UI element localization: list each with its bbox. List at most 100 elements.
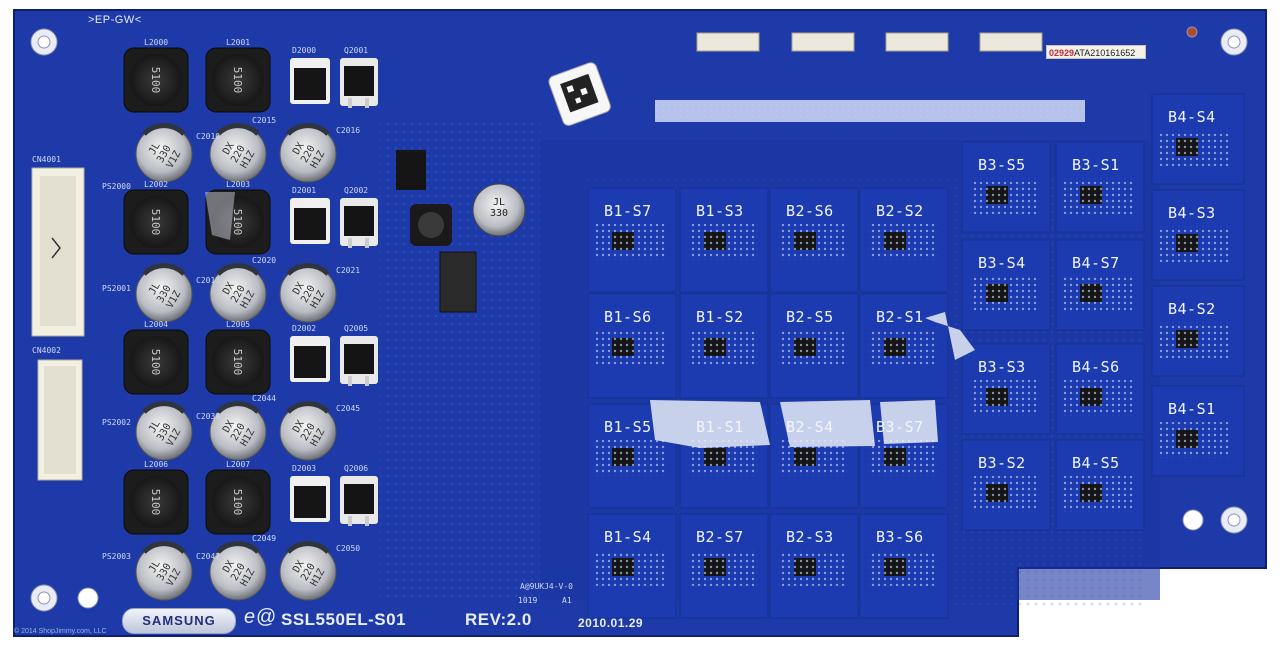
segment-label: B4-S7 bbox=[1072, 254, 1120, 272]
diode-d2001 bbox=[290, 198, 330, 244]
inductor-marking: 5100 bbox=[149, 349, 162, 376]
diode-ref: D2002 bbox=[292, 324, 317, 333]
board-revision: REV:2.0 bbox=[465, 610, 532, 629]
lot-rev: A1 bbox=[562, 596, 572, 605]
serial-rest: ATA210161652 bbox=[1074, 48, 1136, 58]
worn-marks bbox=[205, 192, 975, 448]
inductor-marking: 5100 bbox=[231, 489, 244, 516]
inductor-l2006: 5100 bbox=[123, 469, 189, 535]
power-ref: PS2000 bbox=[102, 182, 131, 191]
segment-tile bbox=[1151, 189, 1245, 281]
inductor-marking: 5100 bbox=[231, 209, 244, 236]
segment-label: B3-S5 bbox=[978, 156, 1026, 174]
connector-cn4002 bbox=[37, 359, 83, 481]
cap-ref: C2049 bbox=[252, 534, 277, 543]
mosfet-q2002 bbox=[340, 198, 378, 248]
diode-d2003 bbox=[290, 476, 330, 522]
segment-tile bbox=[859, 187, 949, 293]
segment-label: B3-S6 bbox=[876, 528, 924, 546]
inductor-ref-l2005: L2005 bbox=[226, 320, 251, 329]
inductor-ref-l2000: L2000 bbox=[144, 38, 169, 47]
cap-ref: C2044 bbox=[252, 394, 277, 403]
inductor-ref-l2003: L2003 bbox=[226, 180, 251, 189]
inductor-l2007: 5100 bbox=[205, 469, 271, 535]
cn4001-label: CN4001 bbox=[32, 155, 61, 164]
cap-marking: DX bbox=[291, 281, 307, 297]
board-model: SSL550EL-S01 bbox=[281, 610, 407, 629]
cap-ref: C2021 bbox=[336, 266, 361, 275]
segment-label: B2-S3 bbox=[786, 528, 834, 546]
segment-label: B1-S4 bbox=[604, 528, 652, 546]
mosfet-ref: Q2006 bbox=[344, 464, 369, 473]
segment-tile bbox=[859, 293, 949, 399]
segment-tile bbox=[1151, 93, 1245, 185]
segment-label: B2-S1 bbox=[876, 308, 924, 326]
inductor-marking: 5100 bbox=[231, 349, 244, 376]
cap-marking: DX bbox=[291, 141, 307, 157]
serial-sticker: 02929ATA210161652 bbox=[1046, 45, 1146, 59]
lot-code: 1019 bbox=[518, 596, 538, 605]
segment-tile bbox=[1055, 239, 1145, 331]
inductor-marking: 5100 bbox=[149, 489, 162, 516]
segment-label: B4-S6 bbox=[1072, 358, 1120, 376]
segment-tile bbox=[1055, 141, 1145, 233]
side-cap-ref: C2039 bbox=[196, 412, 221, 421]
segment-tile bbox=[769, 293, 859, 399]
segment-tile bbox=[961, 141, 1051, 233]
inductor-l2004: 5100 bbox=[123, 329, 189, 395]
side-cap-ref: C2013 bbox=[196, 276, 221, 285]
cap-marking: DX bbox=[291, 419, 307, 435]
transistor-group bbox=[290, 58, 378, 526]
segment-tile bbox=[961, 239, 1051, 331]
segment-label: B4-S1 bbox=[1168, 400, 1216, 418]
cap-ref: C2045 bbox=[336, 404, 361, 413]
segment-label: B2-S6 bbox=[786, 202, 834, 220]
segment-label: B2-S5 bbox=[786, 308, 834, 326]
segment-tile bbox=[859, 513, 949, 619]
cap-marking: JL bbox=[147, 141, 163, 157]
connector-cn4001 bbox=[31, 167, 85, 337]
cap-marking: DX bbox=[221, 141, 237, 157]
cap-ref: C2020 bbox=[252, 256, 277, 265]
cap-marking: DX bbox=[221, 281, 237, 297]
side-cap-ref: C2042 bbox=[196, 552, 221, 561]
segment-label: B1-S3 bbox=[696, 202, 744, 220]
side-cap-ref: C2010 bbox=[196, 132, 221, 141]
mid-cap-marking-mid: 330 bbox=[490, 208, 508, 219]
diode-d2002 bbox=[290, 336, 330, 382]
segment-label: B1-S6 bbox=[604, 308, 652, 326]
segment-label: B4-S5 bbox=[1072, 454, 1120, 472]
segment-label: B2-S7 bbox=[696, 528, 744, 546]
capacitor-group: JL330V1ZDX220H1ZDX220H1ZJL330V1ZDX220H1Z… bbox=[135, 123, 337, 601]
segment-tile bbox=[679, 187, 769, 293]
segment-label: B3-S1 bbox=[1072, 156, 1120, 174]
inductor-marking: 5100 bbox=[149, 209, 162, 236]
copyright: © 2014 ShopJimmy.com, LLC bbox=[14, 628, 107, 635]
segment-tile bbox=[769, 513, 859, 619]
diode-d2000 bbox=[290, 58, 330, 104]
top-left-marking: >EP-GW< bbox=[88, 14, 142, 26]
diode-ref: D2001 bbox=[292, 186, 317, 195]
segment-tile bbox=[769, 187, 859, 293]
cap-ref: C2016 bbox=[336, 126, 361, 135]
pcb-code: A@9UKJ4-V-0 bbox=[520, 582, 573, 591]
cn4002-label: CN4002 bbox=[32, 346, 61, 355]
diode-ref: D2003 bbox=[292, 464, 317, 473]
segment-label: B1-S2 bbox=[696, 308, 744, 326]
segment-label: B3-S7 bbox=[876, 418, 924, 436]
segment-tiles bbox=[587, 93, 1245, 619]
segment-tile bbox=[1151, 285, 1245, 377]
cap-marking: JL bbox=[147, 559, 163, 575]
segment-tile bbox=[961, 343, 1051, 435]
segment-label: B1-S5 bbox=[604, 418, 652, 436]
mid-inductor bbox=[410, 204, 452, 246]
inductor-marking: 5100 bbox=[231, 67, 244, 94]
